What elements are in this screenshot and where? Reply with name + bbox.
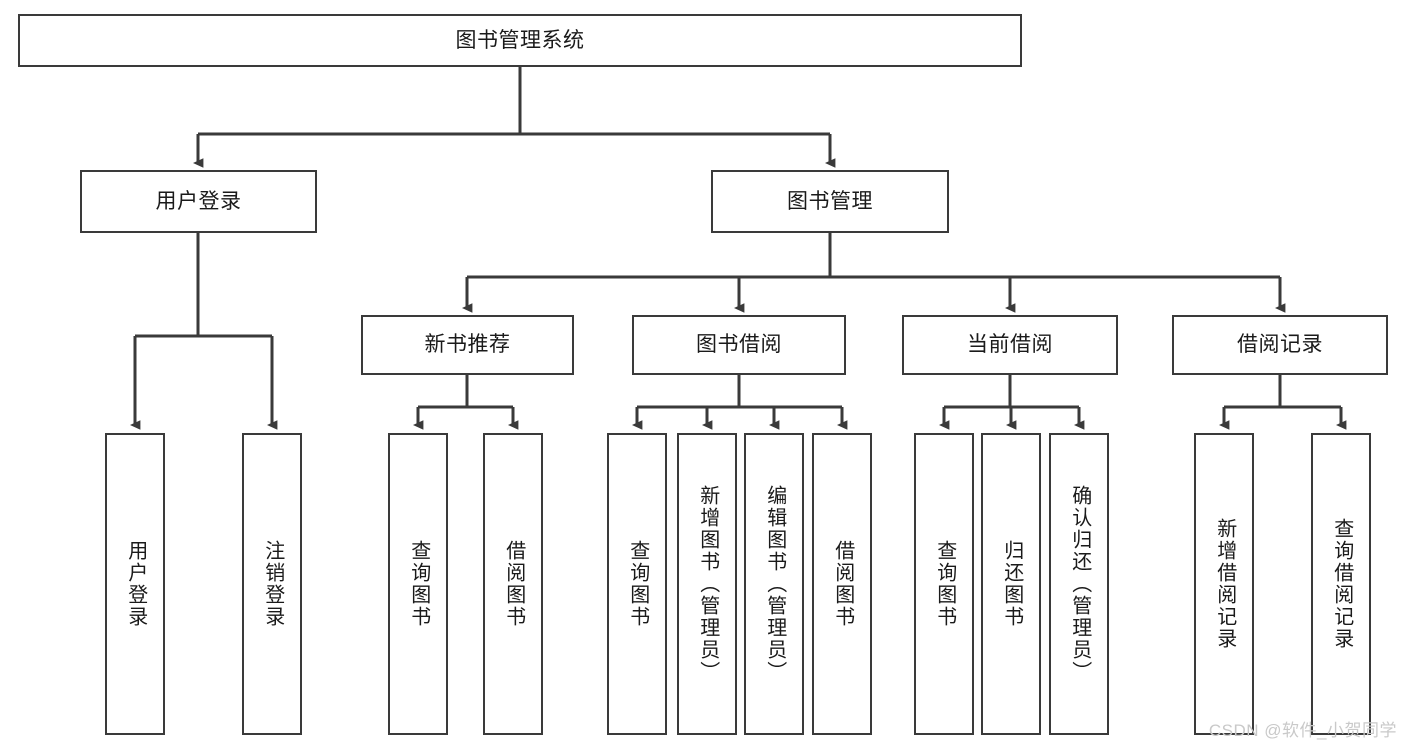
node-leaf-borrow-book-1[interactable]: 借阅图书 [483,433,543,735]
node-new-book-rec[interactable]: 新书推荐 [361,315,574,375]
node-user-login[interactable]: 用户登录 [80,170,317,233]
node-leaf-query-book-3-label: 查询图书 [933,540,956,628]
node-leaf-add-record-label: 新增借阅记录 [1213,518,1236,650]
node-leaf-borrow-book-2[interactable]: 借阅图书 [812,433,872,735]
node-leaf-user-login[interactable]: 用户登录 [105,433,165,735]
node-leaf-logout[interactable]: 注销登录 [242,433,302,735]
node-new-book-rec-label: 新书推荐 [424,333,511,357]
node-leaf-query-book-2-label: 查询图书 [626,540,649,628]
node-borrow-record-label: 借阅记录 [1237,333,1323,357]
node-leaf-query-book-1[interactable]: 查询图书 [388,433,448,735]
node-leaf-add-book[interactable]: 新增图书（管理员） [677,433,737,735]
node-borrow-record[interactable]: 借阅记录 [1172,315,1388,375]
node-leaf-add-record[interactable]: 新增借阅记录 [1194,433,1254,735]
csdn-watermark: CSDN @软件_小贺同学 [1208,721,1397,740]
node-leaf-confirm-return[interactable]: 确认归还（管理员） [1049,433,1109,735]
node-leaf-query-record[interactable]: 查询借阅记录 [1311,433,1371,735]
node-current-borrow-label: 当前借阅 [967,333,1053,357]
node-book-borrow[interactable]: 图书借阅 [632,315,846,375]
node-root-label: 图书管理系统 [455,28,585,52]
node-root[interactable]: 图书管理系统 [18,14,1022,67]
node-book-borrow-label: 图书借阅 [696,333,782,357]
node-leaf-return-book-label: 归还图书 [1000,540,1023,628]
node-leaf-borrow-book-1-label: 借阅图书 [502,540,525,628]
node-leaf-add-book-label: 新增图书（管理员） [696,485,719,683]
node-leaf-query-book-1-label: 查询图书 [407,540,430,628]
node-user-login-label: 用户登录 [155,189,242,213]
node-leaf-logout-label: 注销登录 [261,540,284,628]
node-book-manage[interactable]: 图书管理 [711,170,949,233]
node-leaf-query-record-label: 查询借阅记录 [1330,518,1353,650]
node-leaf-borrow-book-2-label: 借阅图书 [831,540,854,628]
node-book-manage-label: 图书管理 [787,189,873,213]
node-leaf-query-book-2[interactable]: 查询图书 [607,433,667,735]
node-leaf-query-book-3[interactable]: 查询图书 [914,433,974,735]
node-current-borrow[interactable]: 当前借阅 [902,315,1118,375]
node-leaf-user-login-label: 用户登录 [124,540,147,628]
node-leaf-edit-book[interactable]: 编辑图书（管理员） [744,433,804,735]
node-leaf-edit-book-label: 编辑图书（管理员） [763,485,786,683]
node-leaf-return-book[interactable]: 归还图书 [981,433,1041,735]
node-leaf-confirm-return-label: 确认归还（管理员） [1068,485,1091,683]
